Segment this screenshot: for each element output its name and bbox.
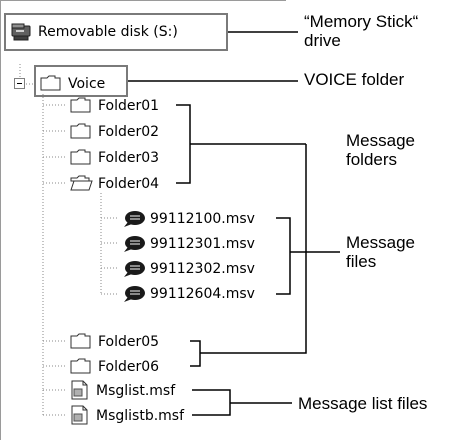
open-folder-icon	[70, 175, 93, 191]
callout-message-files: Message files	[346, 233, 415, 271]
callout-line: Message	[346, 131, 415, 150]
list-file-label: Msglist.msf	[96, 383, 176, 399]
file-label: 99112604.msv	[150, 286, 255, 302]
drive-highlight-box	[4, 13, 228, 51]
folder-label: Folder03	[98, 150, 160, 166]
collapse-icon[interactable]	[14, 78, 26, 90]
file-label: 99112302.msv	[150, 261, 255, 277]
document-icon	[71, 405, 88, 425]
speech-bubble-icon	[124, 261, 145, 277]
drive-label: Removable disk (S:)	[38, 24, 178, 40]
callout-line: “Memory Stick“	[304, 12, 419, 31]
callout-voice-folder: VOICE folder	[304, 70, 404, 89]
folder-label: Folder06	[98, 359, 160, 375]
callout-line: Message	[346, 233, 415, 252]
voice-highlight-box	[34, 65, 128, 97]
callout-message-list-files: Message list files	[298, 394, 427, 413]
file-label: 99112301.msv	[150, 236, 255, 252]
list-file-label: Msglistb.msf	[96, 408, 185, 424]
speech-bubble-icon	[124, 211, 145, 227]
folder-icon	[70, 149, 91, 165]
voice-folder-label: Voice	[68, 76, 106, 92]
folder-icon	[70, 97, 91, 113]
callout-line: Message list files	[298, 394, 428, 413]
callout-line: drive	[304, 31, 341, 51]
folder-icon	[70, 123, 91, 139]
speech-bubble-icon	[124, 286, 145, 302]
file-label: 99112100.msv	[150, 211, 255, 227]
folder-icon	[70, 358, 91, 374]
callout-line: folders	[346, 150, 398, 170]
document-icon	[71, 380, 88, 400]
folder-label: Folder05	[98, 334, 160, 350]
callout-line: files	[346, 252, 377, 272]
callout-message-folders: Message folders	[346, 131, 415, 169]
callout-line: VOICE folder	[304, 70, 405, 89]
explorer-tree-panel	[0, 0, 286, 440]
folder-icon	[70, 333, 91, 349]
speech-bubble-icon	[124, 236, 145, 252]
folder-label: Folder02	[98, 124, 160, 140]
callout-memory-stick: “Memory Stick“ drive	[304, 12, 418, 50]
folder-icon	[40, 75, 61, 91]
folder-label: Folder01	[98, 98, 160, 114]
folder-label: Folder04	[98, 176, 160, 192]
drive-icon	[11, 23, 31, 41]
